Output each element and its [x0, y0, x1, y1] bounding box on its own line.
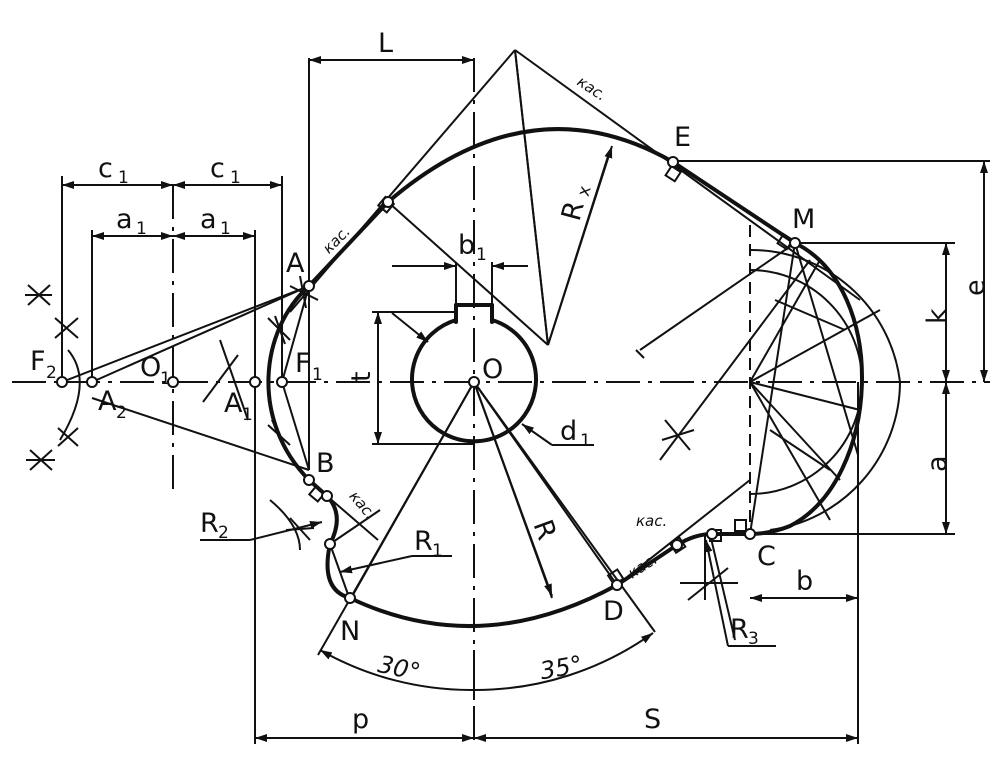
point-tangent-2 — [706, 528, 718, 540]
label-dim-r1-sub: 1 — [432, 541, 443, 561]
label-dim-r1: R — [414, 526, 433, 557]
point-m — [789, 237, 801, 249]
label-dim-r3-sub: 3 — [748, 629, 759, 649]
label-o1-sub: 1 — [160, 369, 171, 389]
leader-rx — [547, 145, 613, 346]
point-c — [744, 528, 756, 540]
label-dim-b: b — [796, 566, 813, 597]
label-dim-a1-right: a — [200, 204, 217, 235]
point-a2 — [86, 376, 98, 388]
label-a: A — [286, 248, 305, 279]
label-dim-p: p — [352, 704, 369, 735]
point-tangent-4 — [324, 538, 336, 550]
point-tangent-5 — [321, 490, 333, 502]
label-a2: A — [98, 386, 117, 417]
label-dim-rx: R — [556, 198, 591, 224]
points — [56, 156, 801, 604]
label-o1: O — [140, 352, 161, 383]
label-dim-c1-right: c — [210, 153, 225, 184]
point-tangent-1 — [382, 196, 394, 208]
label-f2: F — [30, 346, 46, 377]
label-dim-a: a — [922, 455, 953, 472]
label-m: M — [792, 204, 815, 235]
label-f2-sub: 2 — [46, 363, 57, 383]
dim-d1-inner — [391, 312, 429, 343]
label-dim-a1-left-sub: 1 — [136, 219, 147, 239]
label-f1-sub: 1 — [312, 365, 323, 385]
point-a1 — [249, 376, 261, 388]
label-dim-rx-sub: x — [574, 184, 596, 199]
label-dim-a1-right-sub: 1 — [220, 219, 231, 239]
label-f1: F — [295, 348, 311, 379]
label-dim-t: t — [346, 371, 377, 382]
label-dim-r2-sub: 2 — [218, 523, 229, 543]
label-dim-a1-left: a — [116, 204, 133, 235]
leader-r — [473, 381, 553, 597]
tangent-notes: кас. кас. кас. кас. кас. — [319, 72, 667, 582]
label-dim-c1-left: c — [98, 153, 113, 184]
label-angle-35: 35° — [538, 650, 585, 685]
label-b: B — [316, 448, 335, 479]
label-tangent-bottom-right: кас. — [636, 512, 667, 530]
point-f1 — [276, 376, 288, 388]
label-dim-k: k — [922, 308, 953, 324]
leader-lines — [200, 145, 776, 647]
point-e — [667, 156, 679, 168]
point-a — [303, 280, 315, 292]
label-n: N — [340, 616, 360, 647]
label-dim-d1-sub: 1 — [580, 431, 591, 451]
label-dim-r3: R — [730, 614, 749, 645]
hub — [410, 303, 538, 444]
label-dim-d1: d — [560, 416, 577, 447]
point-b — [303, 474, 315, 486]
point-n — [344, 592, 356, 604]
label-tangent-top-right: кас. — [574, 72, 610, 104]
label-dim-r2: R — [200, 508, 219, 539]
label-dim-b1-sub: 1 — [476, 245, 487, 265]
point-f2 — [56, 376, 68, 388]
point-tangent-3 — [671, 539, 683, 551]
point-labels: O O 1 F 2 A 2 A 1 F 1 A B N D C E M — [30, 122, 815, 647]
point-d — [611, 579, 623, 591]
label-c: C — [757, 541, 776, 572]
dim-angle-arc — [319, 632, 654, 692]
label-dim-l: L — [378, 28, 393, 59]
extension-lines — [61, 58, 990, 744]
label-angle-30: 30° — [376, 650, 423, 686]
label-dim-s: S — [644, 704, 661, 735]
label-dim-e: e — [960, 279, 991, 296]
label-a2-sub: 2 — [116, 403, 127, 423]
label-d: D — [603, 596, 624, 627]
label-dim-c1-left-sub: 1 — [118, 168, 129, 188]
cam-contour — [266, 127, 864, 629]
label-a1-sub: 1 — [242, 405, 253, 425]
dimension-lines — [62, 56, 988, 742]
point-o1 — [167, 376, 179, 388]
label-a1: A — [224, 388, 243, 419]
label-e: E — [674, 122, 691, 153]
dim-d1-leader — [521, 423, 553, 446]
label-dim-b1: b — [458, 230, 475, 261]
label-o: O — [482, 354, 503, 385]
point-o — [468, 376, 480, 388]
label-dim-c1-right-sub: 1 — [230, 168, 241, 188]
label-tangent-left: кас. — [319, 222, 354, 257]
label-dim-r: R — [527, 516, 563, 544]
